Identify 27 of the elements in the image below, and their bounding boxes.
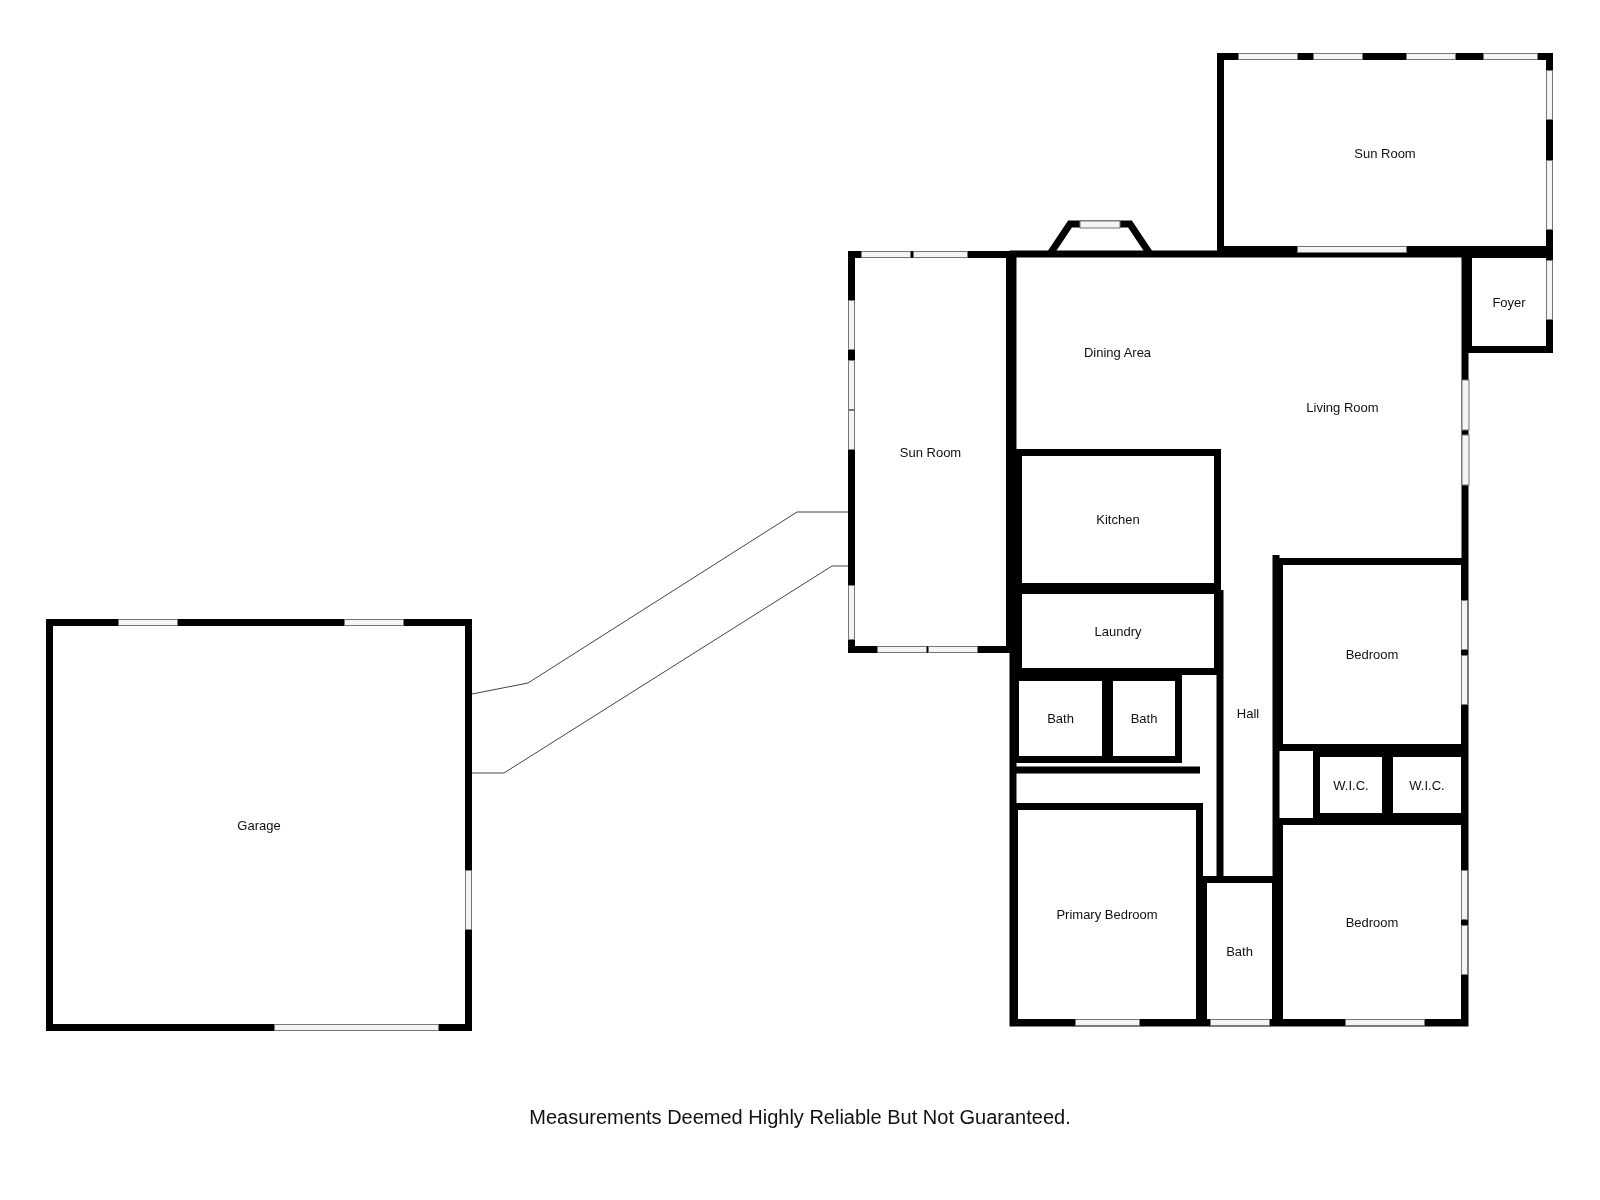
room-outline [848, 251, 1013, 653]
room-label: Foyer [1492, 294, 1526, 310]
room-label: Hall [1236, 705, 1260, 721]
room-outline [1313, 750, 1389, 820]
room-outline [46, 619, 472, 1031]
room-outline [1276, 818, 1468, 1026]
room-label: W.I.C. [1333, 777, 1369, 793]
caption: Measurements Deemed Highly Reliable But Not Guaranteed. [529, 1106, 1071, 1129]
room-label: Bedroom [1345, 647, 1399, 662]
room-outline [1276, 558, 1468, 751]
room-label: Sun Room [899, 444, 962, 460]
room-outline [1015, 449, 1221, 590]
room-label: Bath [1047, 711, 1074, 726]
room-label: Primary Bedroom [1056, 907, 1158, 922]
room-label: Bedroom [1345, 914, 1399, 930]
room-label: Garage [237, 817, 281, 833]
room-label: Sun Room [1354, 145, 1416, 161]
room-label: Dining Area [1083, 345, 1152, 360]
room-outline [1217, 53, 1553, 253]
room-label: Bath [1226, 943, 1253, 959]
room-label: W.I.C. [1409, 777, 1445, 793]
room-label: Bath [1130, 711, 1158, 726]
room-label: Living Room [1306, 399, 1379, 415]
room-outline [1465, 251, 1553, 353]
room-label: Kitchen [1096, 512, 1140, 527]
room-outline [1106, 674, 1182, 763]
room-label: Laundry [1094, 623, 1142, 639]
